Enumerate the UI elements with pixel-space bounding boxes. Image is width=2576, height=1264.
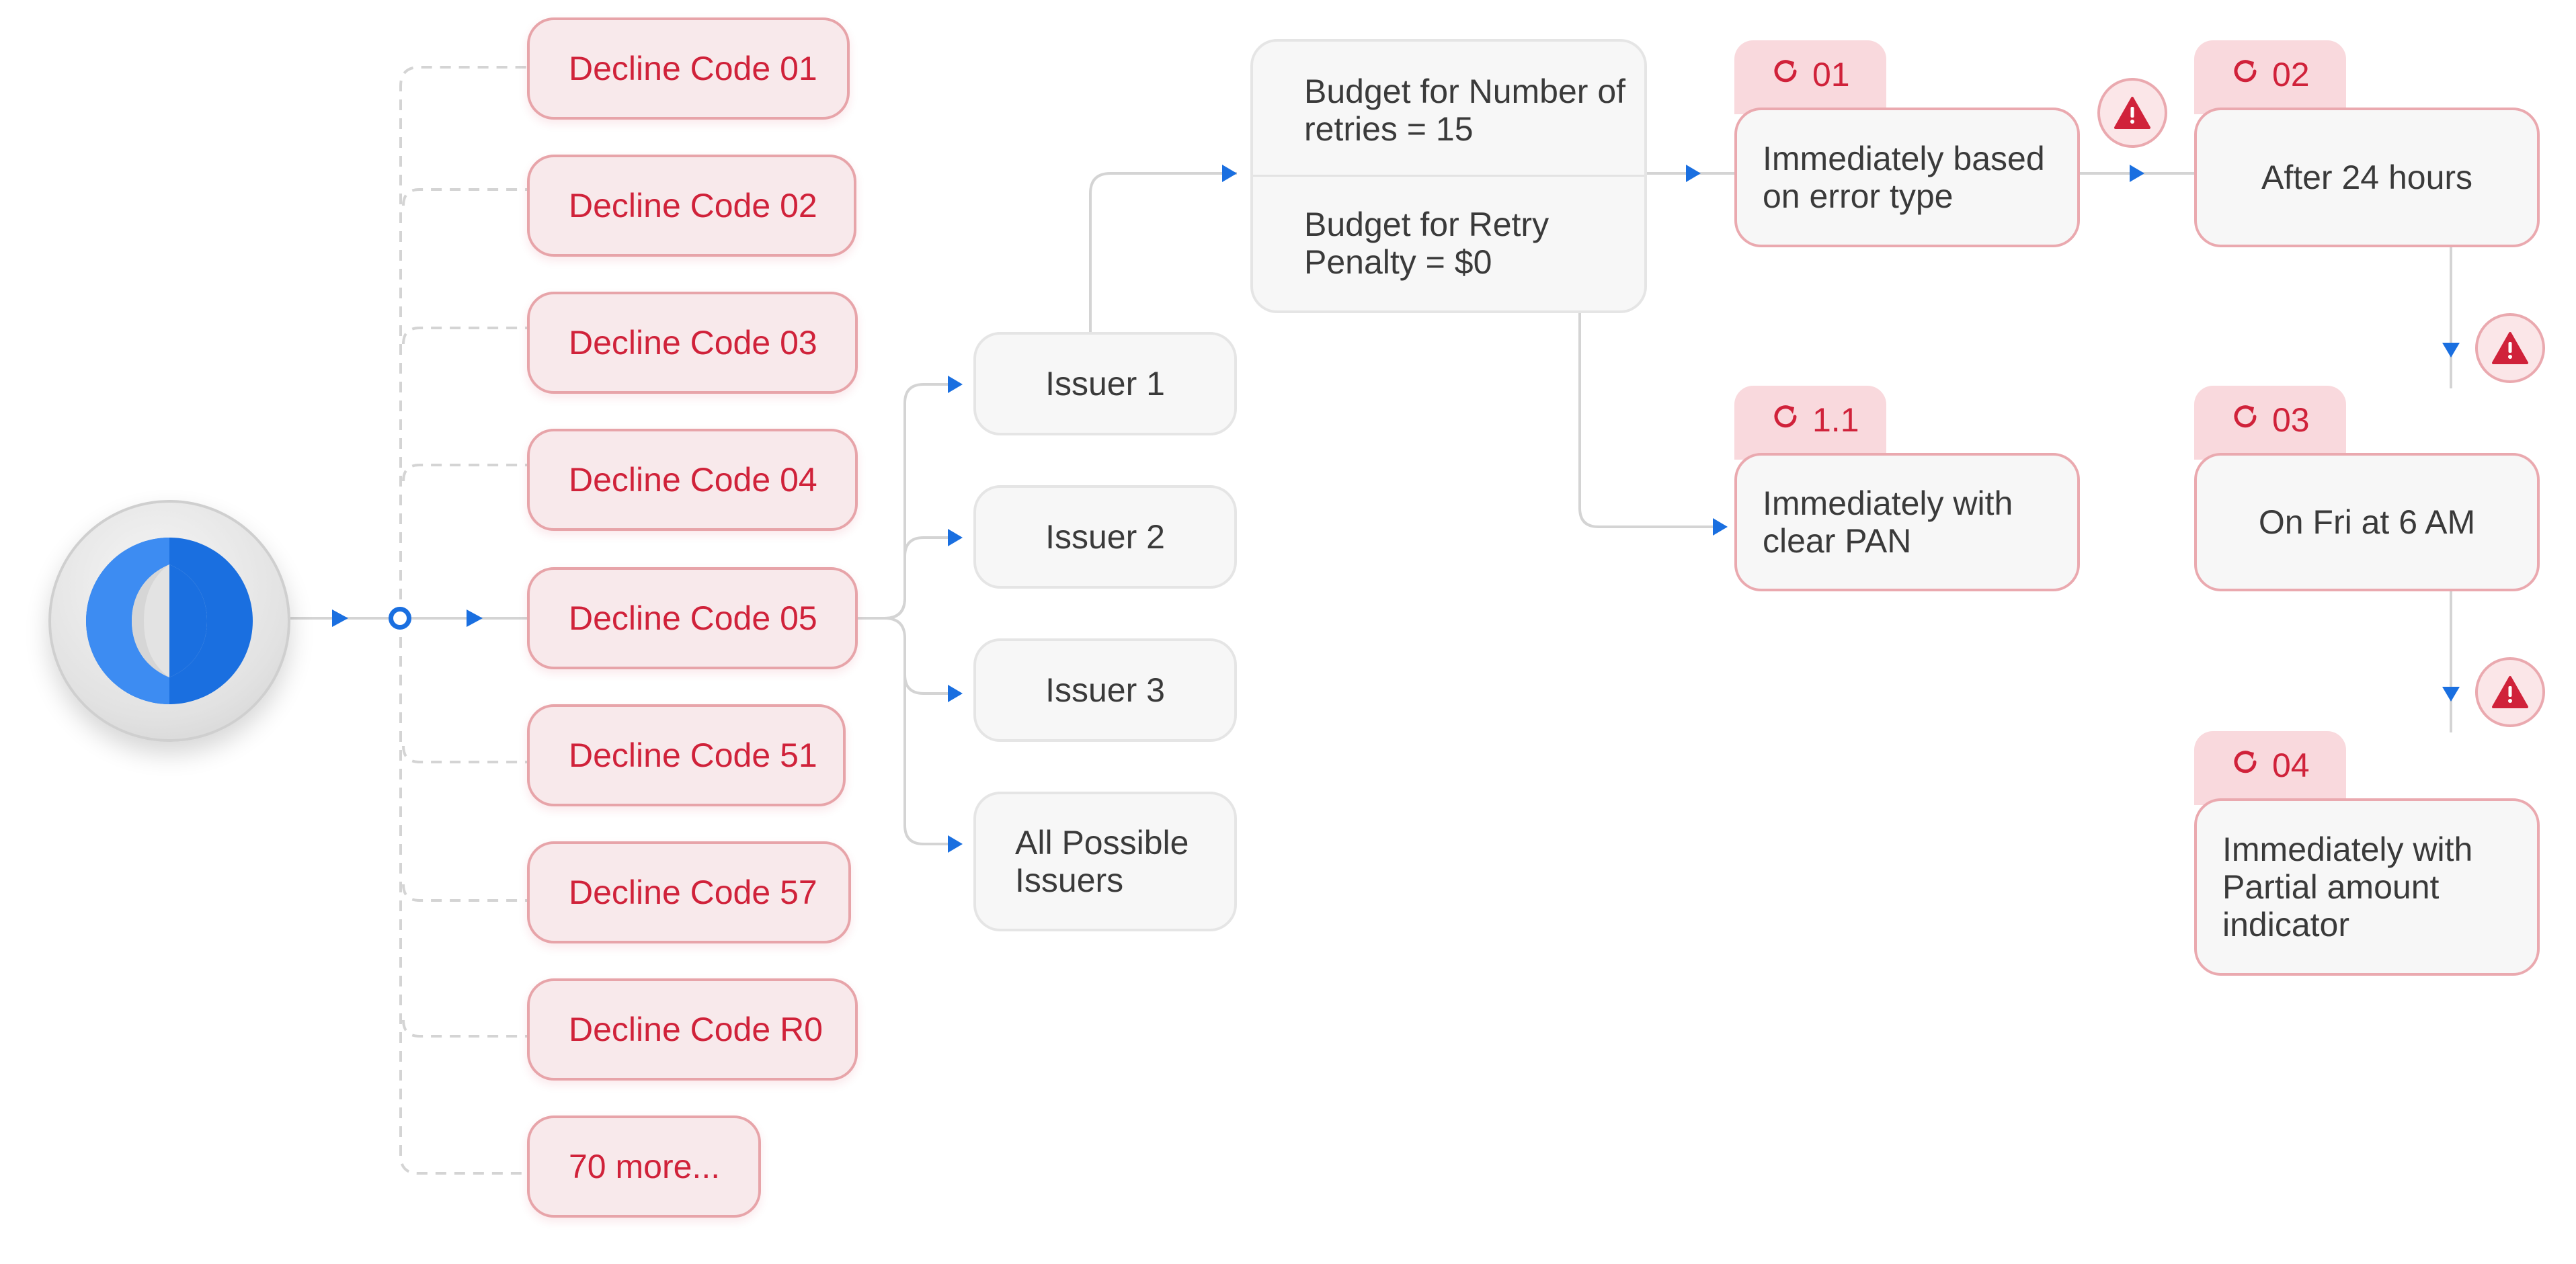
step-04-tab: 04 bbox=[2194, 731, 2346, 805]
step-03-tab: 03 bbox=[2194, 386, 2346, 460]
decline-code-57[interactable]: Decline Code 57 bbox=[527, 841, 851, 943]
warning-icon bbox=[2097, 78, 2167, 148]
retry-icon bbox=[2230, 401, 2260, 439]
main-arrows bbox=[332, 609, 483, 627]
retry-icon bbox=[1771, 55, 1800, 94]
retry-logo-icon bbox=[48, 500, 290, 742]
retry-icon bbox=[2230, 55, 2260, 94]
decline-code-01[interactable]: Decline Code 01 bbox=[527, 17, 850, 120]
decline-code-05[interactable]: Decline Code 05 bbox=[527, 567, 858, 669]
budget-penalty: Budget for Retry Penalty = $0 bbox=[1304, 206, 1549, 281]
issuer-3[interactable]: Issuer 3 bbox=[973, 638, 1237, 742]
issuer-arrows bbox=[948, 376, 963, 853]
step-01-label: Immediately based on error type bbox=[1763, 140, 2045, 215]
warning-icon bbox=[2475, 313, 2545, 383]
issuer-2[interactable]: Issuer 2 bbox=[973, 485, 1237, 589]
step-01-card[interactable]: Immediately based on error type bbox=[1734, 108, 2080, 247]
step-02-tab: 02 bbox=[2194, 40, 2346, 114]
retry-icon bbox=[1771, 401, 1800, 439]
step-01-tab: 01 bbox=[1734, 40, 1886, 114]
step-03-label: On Fri at 6 AM bbox=[2258, 503, 2476, 541]
decline-trunk bbox=[399, 66, 527, 1175]
hub-node bbox=[389, 607, 411, 630]
step-1-1-tab: 1.1 bbox=[1734, 386, 1886, 460]
step-04-id: 04 bbox=[2272, 747, 2310, 784]
decline-code-03[interactable]: Decline Code 03 bbox=[527, 292, 858, 394]
decline-code-r0[interactable]: Decline Code R0 bbox=[527, 978, 858, 1081]
budget-divider bbox=[1253, 175, 1644, 177]
more-decline-codes[interactable]: 70 more... bbox=[527, 1115, 761, 1218]
retry-icon bbox=[2230, 746, 2260, 785]
warning-icon bbox=[2475, 657, 2545, 727]
step-01-id: 01 bbox=[1812, 56, 1850, 93]
step-04-label: Immediately with Partial amount indicato… bbox=[2222, 831, 2473, 943]
step-03-card[interactable]: On Fri at 6 AM bbox=[2194, 453, 2540, 591]
flow-arrows bbox=[1222, 165, 2460, 702]
budget-retries: Budget for Number of retries = 15 bbox=[1304, 73, 1626, 148]
step-02-card[interactable]: After 24 hours bbox=[2194, 108, 2540, 247]
step-1-1-id: 1.1 bbox=[1812, 401, 1859, 439]
step-02-label: After 24 hours bbox=[2261, 159, 2473, 196]
budget-box: Budget for Number of retries = 15 Budget… bbox=[1250, 39, 1647, 313]
step-03-id: 03 bbox=[2272, 401, 2310, 439]
decline-code-51[interactable]: Decline Code 51 bbox=[527, 704, 846, 806]
decline-code-02[interactable]: Decline Code 02 bbox=[527, 155, 856, 257]
step-1-1-label: Immediately with clear PAN bbox=[1763, 484, 2013, 560]
issuer-branches bbox=[858, 383, 955, 845]
issuer-all-label: All Possible Issuers bbox=[1015, 824, 1189, 899]
budget-link bbox=[1089, 172, 2452, 732]
issuer-1[interactable]: Issuer 1 bbox=[973, 332, 1237, 435]
step-04-card[interactable]: Immediately with Partial amount indicato… bbox=[2194, 798, 2540, 976]
step-1-1-card[interactable]: Immediately with clear PAN bbox=[1734, 453, 2080, 591]
issuer-all[interactable]: All Possible Issuers bbox=[973, 792, 1237, 931]
step-02-id: 02 bbox=[2272, 56, 2310, 93]
decline-code-04[interactable]: Decline Code 04 bbox=[527, 429, 858, 531]
